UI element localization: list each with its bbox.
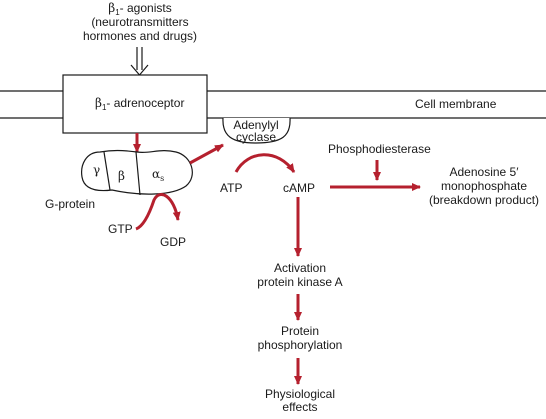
pka-label-line1: Activation [274, 261, 326, 275]
agonist-label: β1- agonists [108, 1, 171, 17]
phosphorylation-label-line2: phosphorylation [258, 338, 343, 352]
alpha-s-subunit-label: αs [152, 167, 164, 183]
adenylyl-cyclase-shape [222, 117, 291, 144]
gtp-to-gdp-arrow [135, 193, 181, 231]
beta1-adrenoceptor-label: β1- adrenoceptor [95, 96, 184, 112]
cell-membrane-label: Cell membrane [415, 97, 497, 111]
adenosine-label-line2: monophosphate [441, 179, 527, 193]
adenosine-label-line3: (breakdown product) [429, 193, 539, 207]
camp-label: cAMP [283, 181, 315, 195]
adenylyl-cyclase-label-line2: cyclase [236, 130, 276, 144]
atp-label: ATP [220, 181, 242, 195]
effects-label-line1: Physiological [265, 387, 335, 401]
adenosine-label-line1: Adenosine 5′ [450, 165, 520, 179]
gamma-subunit-label: γ [93, 163, 100, 177]
beta-subunit-label: β [118, 169, 125, 183]
pka-label-line2: protein kinase A [257, 275, 342, 289]
agonist-examples-line2: hormones and drugs) [83, 29, 197, 43]
beta1-adrenoceptor-box [62, 74, 208, 134]
gprotein-complex [81, 149, 193, 196]
gdp-label: GDP [160, 235, 186, 249]
gprotein-to-cyclase-arrow [189, 143, 224, 165]
effects-label-line2: effects [282, 400, 317, 414]
agonist-binding-arrow [130, 47, 149, 76]
atp-to-camp-arrow [234, 153, 296, 173]
agonist-examples-line1: (neurotransmitters [91, 15, 188, 29]
adenylyl-cyclase-label-line1: Adenylyl [233, 118, 278, 132]
gtp-label: GTP [108, 222, 133, 236]
gprotein-label: G-protein [45, 197, 95, 211]
phosphodiesterase-label: Phosphodiesterase [328, 142, 431, 156]
phosphorylation-label-line1: Protein [281, 324, 319, 338]
